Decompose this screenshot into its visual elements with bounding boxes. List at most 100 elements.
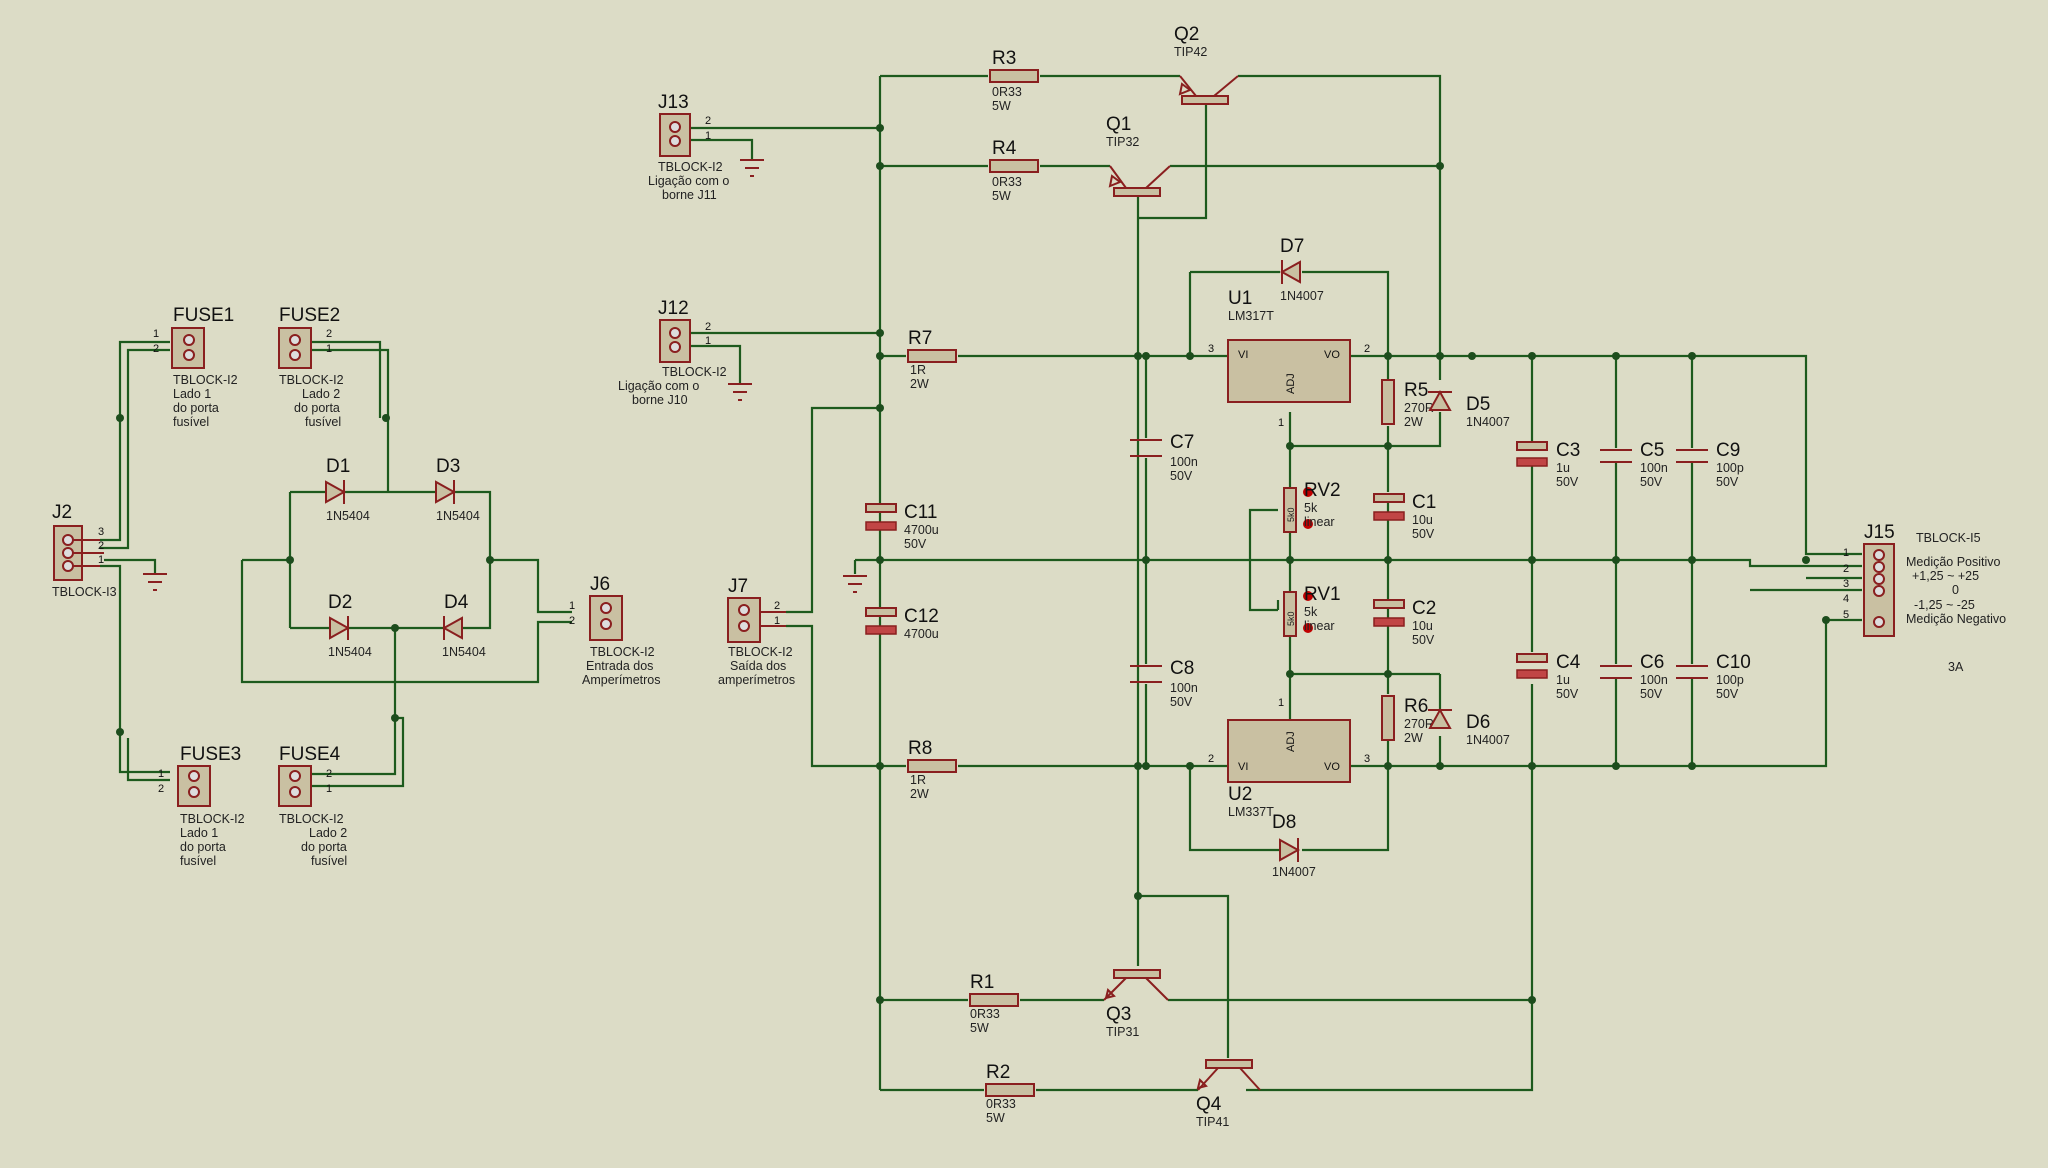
component-type: TBLOCK-I2 <box>728 645 793 659</box>
junction-dot <box>1186 352 1194 360</box>
junction-dot <box>391 624 399 632</box>
connector-pin <box>188 770 200 782</box>
component-power: 5W <box>986 1111 1005 1125</box>
component-desc: fusível <box>180 854 216 868</box>
junction-dot <box>876 996 884 1004</box>
wire <box>786 624 880 768</box>
resistor-r7: R7 1R 2W <box>907 328 957 391</box>
component-value: LM317T <box>1228 309 1274 323</box>
junction-dot <box>1688 556 1696 564</box>
pin-number: 1 <box>153 328 159 340</box>
junction-dot <box>1436 762 1444 770</box>
junction-dot <box>1384 762 1392 770</box>
junction-dot <box>1528 762 1536 770</box>
wire <box>126 738 170 782</box>
component-ref: R4 <box>992 138 1017 159</box>
connector-pin <box>738 620 750 632</box>
component-desc: -1,25 ~ -25 <box>1914 598 1975 612</box>
pin-label: VO <box>1324 349 1340 361</box>
component-ref: R8 <box>908 738 932 759</box>
component-value: 1R <box>910 363 926 377</box>
pin-number: 2 <box>326 768 332 780</box>
junction-dot <box>1134 892 1142 900</box>
probe-dot <box>1303 519 1313 529</box>
pin-number: 5 <box>1843 609 1849 621</box>
capacitor-c1: C1 10u 50V <box>1373 492 1436 541</box>
connector-j6: J6 1 2 TBLOCK-I2 Entrada dos Amperímetro… <box>569 574 661 687</box>
component-ref: C11 <box>904 502 937 523</box>
component-ref: Q4 <box>1196 1094 1222 1115</box>
ground-icon <box>843 575 867 593</box>
component-ref: R2 <box>986 1062 1010 1083</box>
wire <box>305 718 397 776</box>
component-value: TIP32 <box>1106 135 1139 149</box>
component-ref: Q1 <box>1106 114 1131 135</box>
pin-number: 3 <box>98 526 104 538</box>
component-value: 100n <box>1170 455 1198 469</box>
pin-number: 4 <box>1843 593 1849 605</box>
component-power: 2W <box>910 787 929 801</box>
junction-dot <box>382 414 390 422</box>
diode-d6: D6 1N4007 <box>1428 707 1510 747</box>
probe-dot <box>1303 591 1313 601</box>
junction-dot <box>486 556 494 564</box>
junction-dot <box>876 762 884 770</box>
connector-pin <box>289 786 301 798</box>
component-ref: C10 <box>1716 652 1751 673</box>
component-ref: R6 <box>1404 696 1428 717</box>
component-taper: linear <box>1304 515 1335 529</box>
junction-dot <box>116 728 124 736</box>
component-ref: C4 <box>1556 652 1581 673</box>
junction-dot <box>1436 162 1444 170</box>
pin-number: 2 <box>1843 563 1849 575</box>
diode-d3: D3 1N5404 <box>435 456 480 523</box>
component-value: TIP41 <box>1196 1115 1229 1129</box>
wire <box>305 340 382 418</box>
component-desc: 0 <box>1952 583 1959 597</box>
component-ref: C6 <box>1640 652 1664 673</box>
wire <box>1188 766 1280 852</box>
connector-pin <box>669 135 681 147</box>
connector-fuse3: FUSE3 1 2 TBLOCK-I2 Lado 1 do porta fusí… <box>158 744 245 868</box>
connector-pin <box>600 618 612 630</box>
junctions <box>116 124 1830 1004</box>
component-value: 0R33 <box>986 1097 1016 1111</box>
component-desc: +1,25 ~ +25 <box>1912 569 1979 583</box>
ground-icon <box>728 383 752 401</box>
component-value: 100n <box>1170 681 1198 695</box>
component-ref: J15 <box>1864 522 1895 543</box>
component-ref: R3 <box>992 48 1016 69</box>
connector-j2: J2 3 2 1 TBLOCK-I3 <box>52 502 117 599</box>
component-desc: fusível <box>311 854 347 868</box>
component-desc: Lado 2 <box>309 826 347 840</box>
component-ref: D8 <box>1272 812 1296 833</box>
component-value: 5k <box>1304 605 1318 619</box>
junction-dot <box>1436 352 1444 360</box>
component-ref: Q2 <box>1174 24 1199 45</box>
component-ref: J2 <box>52 502 72 523</box>
component-desc: Ligação com o <box>648 174 729 188</box>
component-ref: D4 <box>444 592 469 613</box>
component-value: 1N4007 <box>1272 865 1316 879</box>
capacitor-c7: C7 100n 50V <box>1130 432 1198 483</box>
connector-pin <box>1873 561 1885 573</box>
pin-number: 2 <box>1208 753 1214 765</box>
component-ref: RV2 <box>1304 480 1341 501</box>
component-ref: Q3 <box>1106 1004 1131 1025</box>
pin-number: 2 <box>158 783 164 795</box>
component-ref: C12 <box>904 606 939 627</box>
component-value: 1N4007 <box>1280 289 1324 303</box>
component-desc: Saída dos <box>730 659 786 673</box>
component-ref: J12 <box>658 298 689 319</box>
capacitor-c2: C2 10u 50V <box>1373 598 1436 647</box>
resistor-r3: R3 0R33 5W <box>989 48 1039 113</box>
component-type: TBLOCK-I2 <box>279 373 344 387</box>
component-power: 5W <box>992 189 1011 203</box>
pin-number: 3 <box>1843 578 1849 590</box>
pin-number: 2 <box>705 115 711 127</box>
pin-label: VI <box>1238 349 1248 361</box>
junction-dot <box>1142 762 1150 770</box>
junction-dot <box>1528 352 1536 360</box>
pin-label: VI <box>1238 761 1248 773</box>
component-desc: Lado 1 <box>180 826 218 840</box>
